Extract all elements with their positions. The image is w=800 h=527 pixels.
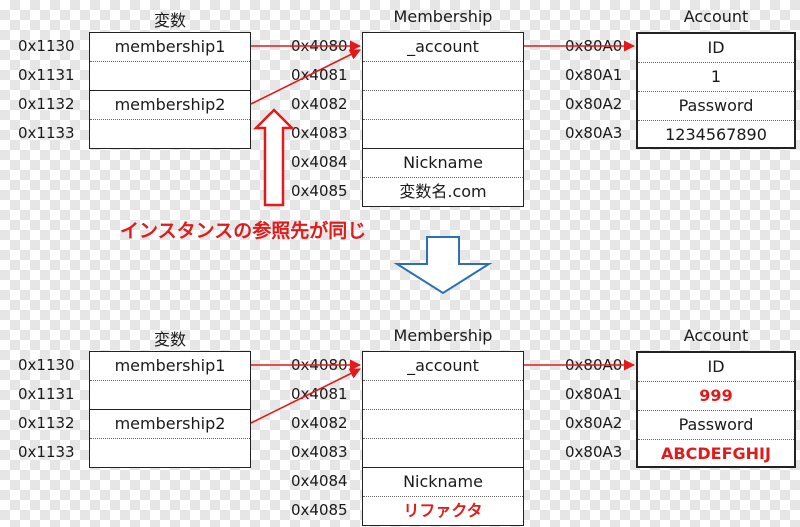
acc-cell: 1 xyxy=(638,63,794,92)
down-arrow-icon xyxy=(393,236,493,295)
acc-addr: 0x80A1 xyxy=(565,66,623,84)
variable-table: membership1 membership2 xyxy=(89,32,251,149)
variable-table: membership1 membership2 xyxy=(89,351,251,468)
mem-addr: 0x4083 xyxy=(291,443,348,461)
mem-addr: 0x4084 xyxy=(291,472,348,490)
var-cell xyxy=(90,381,250,410)
var-cell xyxy=(90,439,250,468)
mem-cell: 変数名.com xyxy=(399,182,487,201)
var-title: 変数 xyxy=(153,11,186,30)
mem-cell xyxy=(363,381,523,410)
mem-addr: 0x4083 xyxy=(291,124,348,142)
acc-addr: 0x80A3 xyxy=(565,443,623,461)
account-table: ID 1 Password 1234567890 xyxy=(636,32,796,149)
var-addr: 0x1133 xyxy=(18,124,75,142)
mem-cell xyxy=(363,439,523,468)
account-title: Account xyxy=(683,326,749,345)
var-cell: membership2 xyxy=(90,91,250,120)
bottom-panel: 変数 Membership Account 0x1130 0x1131 0x11… xyxy=(0,319,800,526)
mem-addr: 0x4082 xyxy=(291,95,348,113)
mem-cell xyxy=(363,410,523,439)
membership-table: _account Nickname リファクタ xyxy=(362,351,524,526)
mem-cell xyxy=(363,91,523,120)
mem-cell: _account xyxy=(363,33,523,62)
acc-cell-changed: ABCDEFGHIJ xyxy=(661,444,771,463)
mem-cell xyxy=(363,62,523,91)
acc-cell: Password xyxy=(638,92,794,121)
top-panel: 変数 Membership Account 0x1130 0x1131 0x11… xyxy=(0,0,800,207)
mem-cell: Nickname xyxy=(363,468,523,497)
membership-title: Membership xyxy=(393,326,493,345)
var-cell: membership1 xyxy=(90,33,250,62)
var-addr: 0x1131 xyxy=(18,66,75,84)
var-addr: 0x1132 xyxy=(18,95,75,113)
acc-cell: 1234567890 xyxy=(665,125,767,144)
var-title: 変数 xyxy=(153,330,186,349)
acc-addr: 0x80A2 xyxy=(565,414,623,432)
mem-cell: _account xyxy=(363,352,523,381)
var-addr: 0x1130 xyxy=(18,37,75,55)
var-cell: membership1 xyxy=(90,352,250,381)
mem-addr: 0x4080 xyxy=(291,37,348,55)
acc-cell-changed: 999 xyxy=(638,382,794,411)
var-cell xyxy=(90,120,250,149)
acc-cell: ID xyxy=(638,34,794,63)
mem-addr: 0x4084 xyxy=(291,153,348,171)
mem-cell xyxy=(363,120,523,149)
mem-addr: 0x4085 xyxy=(291,501,348,519)
var-addr: 0x1132 xyxy=(18,414,75,432)
acc-addr: 0x80A0 xyxy=(565,37,623,55)
mem-addr: 0x4081 xyxy=(291,385,348,403)
acc-addr: 0x80A1 xyxy=(565,385,623,403)
caption-same-reference: インスタンスの参照先が同じ xyxy=(120,220,367,242)
membership-table: _account Nickname 変数名.com xyxy=(362,32,524,207)
acc-addr: 0x80A2 xyxy=(565,95,623,113)
account-table: ID 999 Password ABCDEFGHIJ xyxy=(636,351,796,468)
mem-addr: 0x4081 xyxy=(291,66,348,84)
mem-addr: 0x4085 xyxy=(291,182,348,200)
var-addr: 0x1131 xyxy=(18,385,75,403)
var-addr: 0x1133 xyxy=(18,443,75,461)
var-cell xyxy=(90,62,250,91)
account-title: Account xyxy=(683,7,749,26)
membership-title: Membership xyxy=(393,7,493,26)
mem-addr: 0x4082 xyxy=(291,414,348,432)
mem-addr: 0x4080 xyxy=(291,356,348,374)
var-cell: membership2 xyxy=(90,410,250,439)
acc-addr: 0x80A0 xyxy=(565,356,623,374)
mem-cell-changed: リファクタ xyxy=(403,501,483,520)
var-addr: 0x1130 xyxy=(18,356,75,374)
acc-cell: ID xyxy=(638,353,794,382)
acc-cell: Password xyxy=(638,411,794,440)
mem-cell: Nickname xyxy=(363,149,523,178)
acc-addr: 0x80A3 xyxy=(565,124,623,142)
